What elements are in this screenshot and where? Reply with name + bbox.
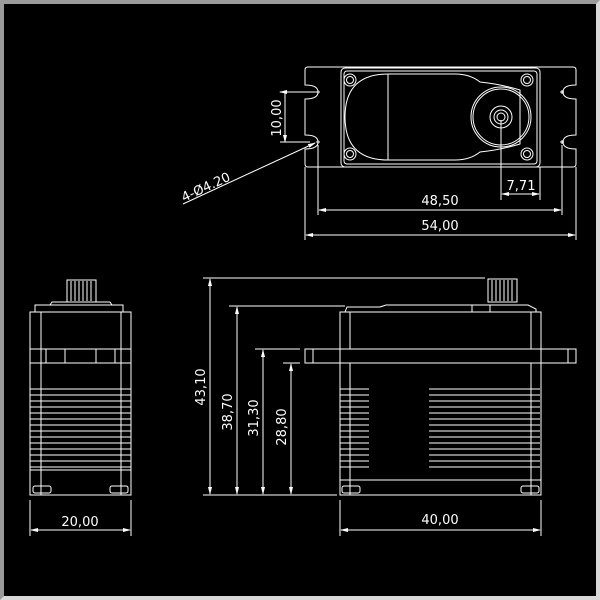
dim-side-width: 20,00 [61, 515, 98, 530]
dim-hole-pitch: 48,50 [421, 194, 458, 209]
dim-overall-length: 54,00 [421, 219, 458, 234]
top-view: 10,00 4-Ø4.20 7,71 48,50 54,00 [179, 66, 577, 240]
side-view: 20,00 [29, 279, 132, 536]
dim-overall-height: 43,10 [194, 368, 209, 405]
mounting-hole-centers [316, 90, 564, 144]
front-view: 43,10 38,70 31,30 28,80 40,00 [194, 277, 577, 536]
dim-flange-top-height: 31,30 [247, 399, 262, 436]
dim-hole-callout: 4-Ø4.20 [179, 170, 233, 206]
dim-output-offset: 7,71 [507, 179, 536, 194]
dim-case-height: 38,70 [221, 393, 236, 430]
dim-hole-spacing: 10,00 [270, 99, 285, 136]
dim-flange-bottom-height: 28,80 [275, 408, 290, 445]
dim-body-length: 40,00 [421, 513, 458, 528]
